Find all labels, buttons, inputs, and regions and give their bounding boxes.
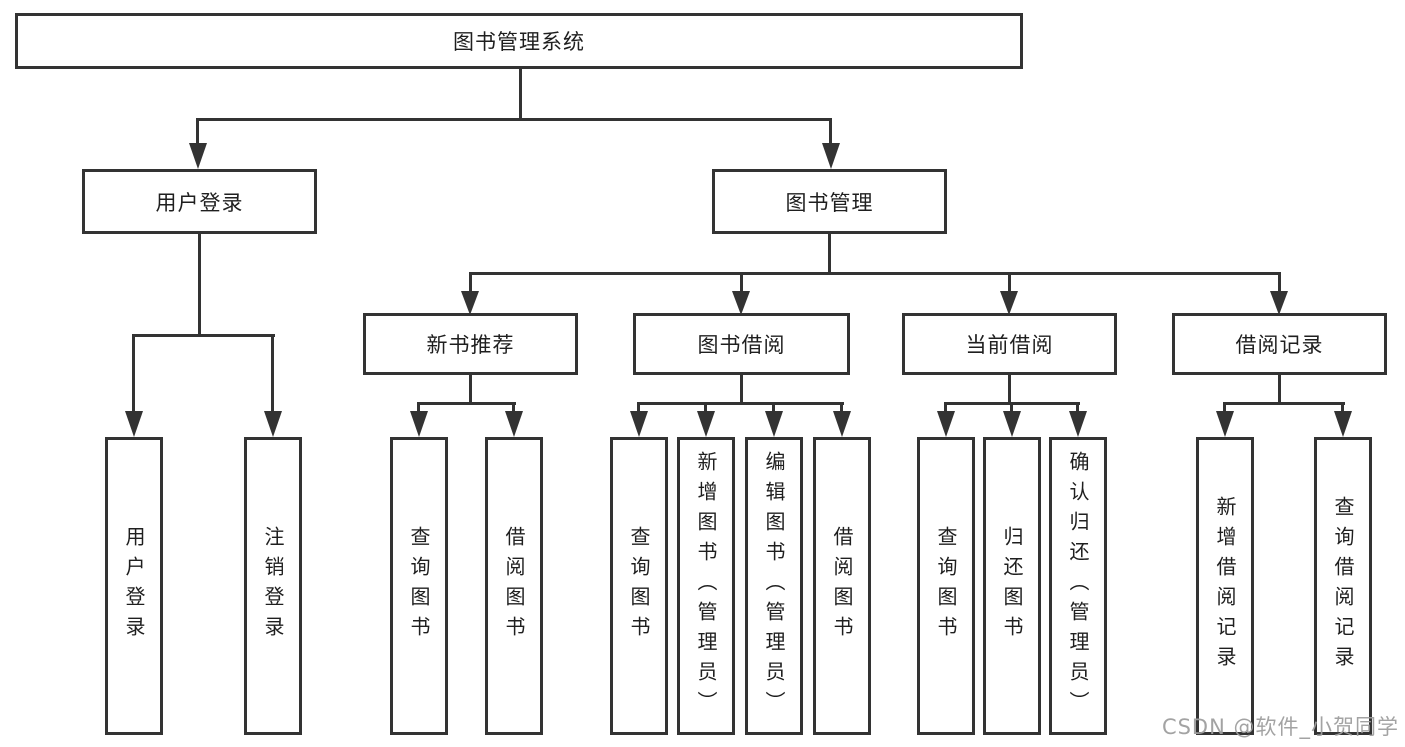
- connector-root-trunk: [519, 69, 522, 120]
- leaf-borrowing-add-books-admin: 新增图书（管理员）: [677, 437, 735, 735]
- connector-trunk: [198, 233, 201, 336]
- arrow-down-icon: [937, 411, 955, 437]
- arrow-down-icon: [410, 411, 428, 437]
- connector-stem: [1076, 402, 1079, 413]
- leaf-newbook-query-books-label: 查询图书: [407, 526, 431, 646]
- connector-stem: [944, 402, 947, 413]
- connector-stem: [417, 402, 420, 413]
- leaf-records-query-record: 查询借阅记录: [1314, 437, 1372, 735]
- arrow-down-icon: [765, 411, 783, 437]
- leaf-borrowing-borrow-books: 借阅图书: [813, 437, 871, 735]
- leaf-user-login-label: 用户登录: [122, 526, 146, 646]
- arrow-down-icon: [1334, 411, 1352, 437]
- arrow-down-icon: [264, 411, 282, 437]
- leaf-borrowing-add-books-admin-label: 新增图书（管理员）: [694, 451, 718, 721]
- connector-level2-rail: [469, 272, 1281, 275]
- node-borrowing-records: 借阅记录: [1172, 313, 1387, 375]
- arrow-down-icon: [461, 291, 479, 315]
- node-current-borrowing-label: 当前借阅: [965, 333, 1054, 357]
- connector-stem: [1223, 402, 1226, 413]
- leaf-current-return-books-label: 归还图书: [1000, 526, 1024, 646]
- arrow-down-icon: [822, 143, 840, 169]
- leaf-records-add-record: 新增借阅记录: [1196, 437, 1254, 735]
- leaf-records-add-record-label: 新增借阅记录: [1213, 496, 1237, 676]
- connector-trunk: [469, 375, 472, 405]
- leaf-borrowing-query-books: 查询图书: [610, 437, 668, 735]
- node-new-book-recommend-label: 新书推荐: [426, 333, 515, 357]
- connector-rail: [637, 402, 844, 405]
- node-root: 图书管理系统: [15, 13, 1023, 69]
- connector-stem: [1341, 402, 1344, 413]
- connector-stem: [637, 402, 640, 413]
- node-book-borrowing-label: 图书借阅: [697, 333, 786, 357]
- connector-stem: [512, 402, 515, 413]
- connector-level1-rail: [196, 118, 832, 121]
- node-book-borrowing: 图书借阅: [633, 313, 850, 375]
- leaf-current-confirm-return-admin-label: 确认归还（管理员）: [1066, 451, 1090, 721]
- connector-stem: [469, 272, 472, 291]
- arrow-down-icon: [125, 411, 143, 437]
- node-root-label: 图书管理系统: [453, 30, 585, 54]
- arrow-down-icon: [732, 291, 750, 315]
- connector-stem: [1010, 402, 1013, 413]
- connector-stem: [704, 402, 707, 413]
- leaf-borrowing-edit-books-admin: 编辑图书（管理员）: [745, 437, 803, 735]
- connector-stem: [196, 118, 199, 145]
- leaf-current-query-books: 查询图书: [917, 437, 975, 735]
- arrow-down-icon: [1003, 411, 1021, 437]
- leaf-records-query-record-label: 查询借阅记录: [1331, 496, 1355, 676]
- leaf-current-query-books-label: 查询图书: [934, 526, 958, 646]
- arrow-down-icon: [505, 411, 523, 437]
- connector-trunk: [1008, 375, 1011, 404]
- connector-rail: [417, 402, 516, 405]
- connector-stem: [132, 334, 135, 413]
- connector-stem: [840, 402, 843, 413]
- leaf-newbook-query-books: 查询图书: [390, 437, 448, 735]
- node-user-login: 用户登录: [82, 169, 317, 234]
- connector-stem: [740, 272, 743, 291]
- connector-stem: [1008, 272, 1011, 291]
- connector-stem: [772, 402, 775, 413]
- connector-stem: [1278, 272, 1281, 291]
- node-borrowing-records-label: 借阅记录: [1235, 333, 1324, 357]
- leaf-newbook-borrow-books: 借阅图书: [485, 437, 543, 735]
- watermark: CSDN @软件_小贺同学: [1161, 715, 1399, 739]
- connector-trunk: [828, 234, 831, 275]
- connector-stem: [829, 118, 832, 145]
- arrow-down-icon: [1000, 291, 1018, 315]
- connector-rail: [132, 334, 275, 337]
- leaf-newbook-borrow-books-label: 借阅图书: [502, 526, 526, 646]
- leaf-borrowing-query-books-label: 查询图书: [627, 526, 651, 646]
- connector-stem: [271, 334, 274, 413]
- node-user-login-label: 用户登录: [155, 190, 244, 215]
- connector-trunk: [740, 375, 743, 404]
- connector-trunk: [1278, 375, 1281, 404]
- leaf-current-return-books: 归还图书: [983, 437, 1041, 735]
- leaf-borrowing-edit-books-admin-label: 编辑图书（管理员）: [762, 451, 786, 721]
- arrow-down-icon: [697, 411, 715, 437]
- arrow-down-icon: [1069, 411, 1087, 437]
- node-new-book-recommend: 新书推荐: [363, 313, 578, 375]
- arrow-down-icon: [1216, 411, 1234, 437]
- node-book-management: 图书管理: [712, 169, 947, 234]
- leaf-user-login: 用户登录: [105, 437, 163, 735]
- arrow-down-icon: [833, 411, 851, 437]
- arrow-down-icon: [630, 411, 648, 437]
- leaf-logout: 注销登录: [244, 437, 302, 735]
- arrow-down-icon: [1270, 291, 1288, 315]
- node-book-management-label: 图书管理: [785, 190, 874, 215]
- leaf-current-confirm-return-admin: 确认归还（管理员）: [1049, 437, 1107, 735]
- node-current-borrowing: 当前借阅: [902, 313, 1117, 375]
- arrow-down-icon: [189, 143, 207, 169]
- leaf-logout-label: 注销登录: [261, 526, 285, 646]
- leaf-borrowing-borrow-books-label: 借阅图书: [830, 526, 854, 646]
- connector-rail: [1223, 402, 1345, 405]
